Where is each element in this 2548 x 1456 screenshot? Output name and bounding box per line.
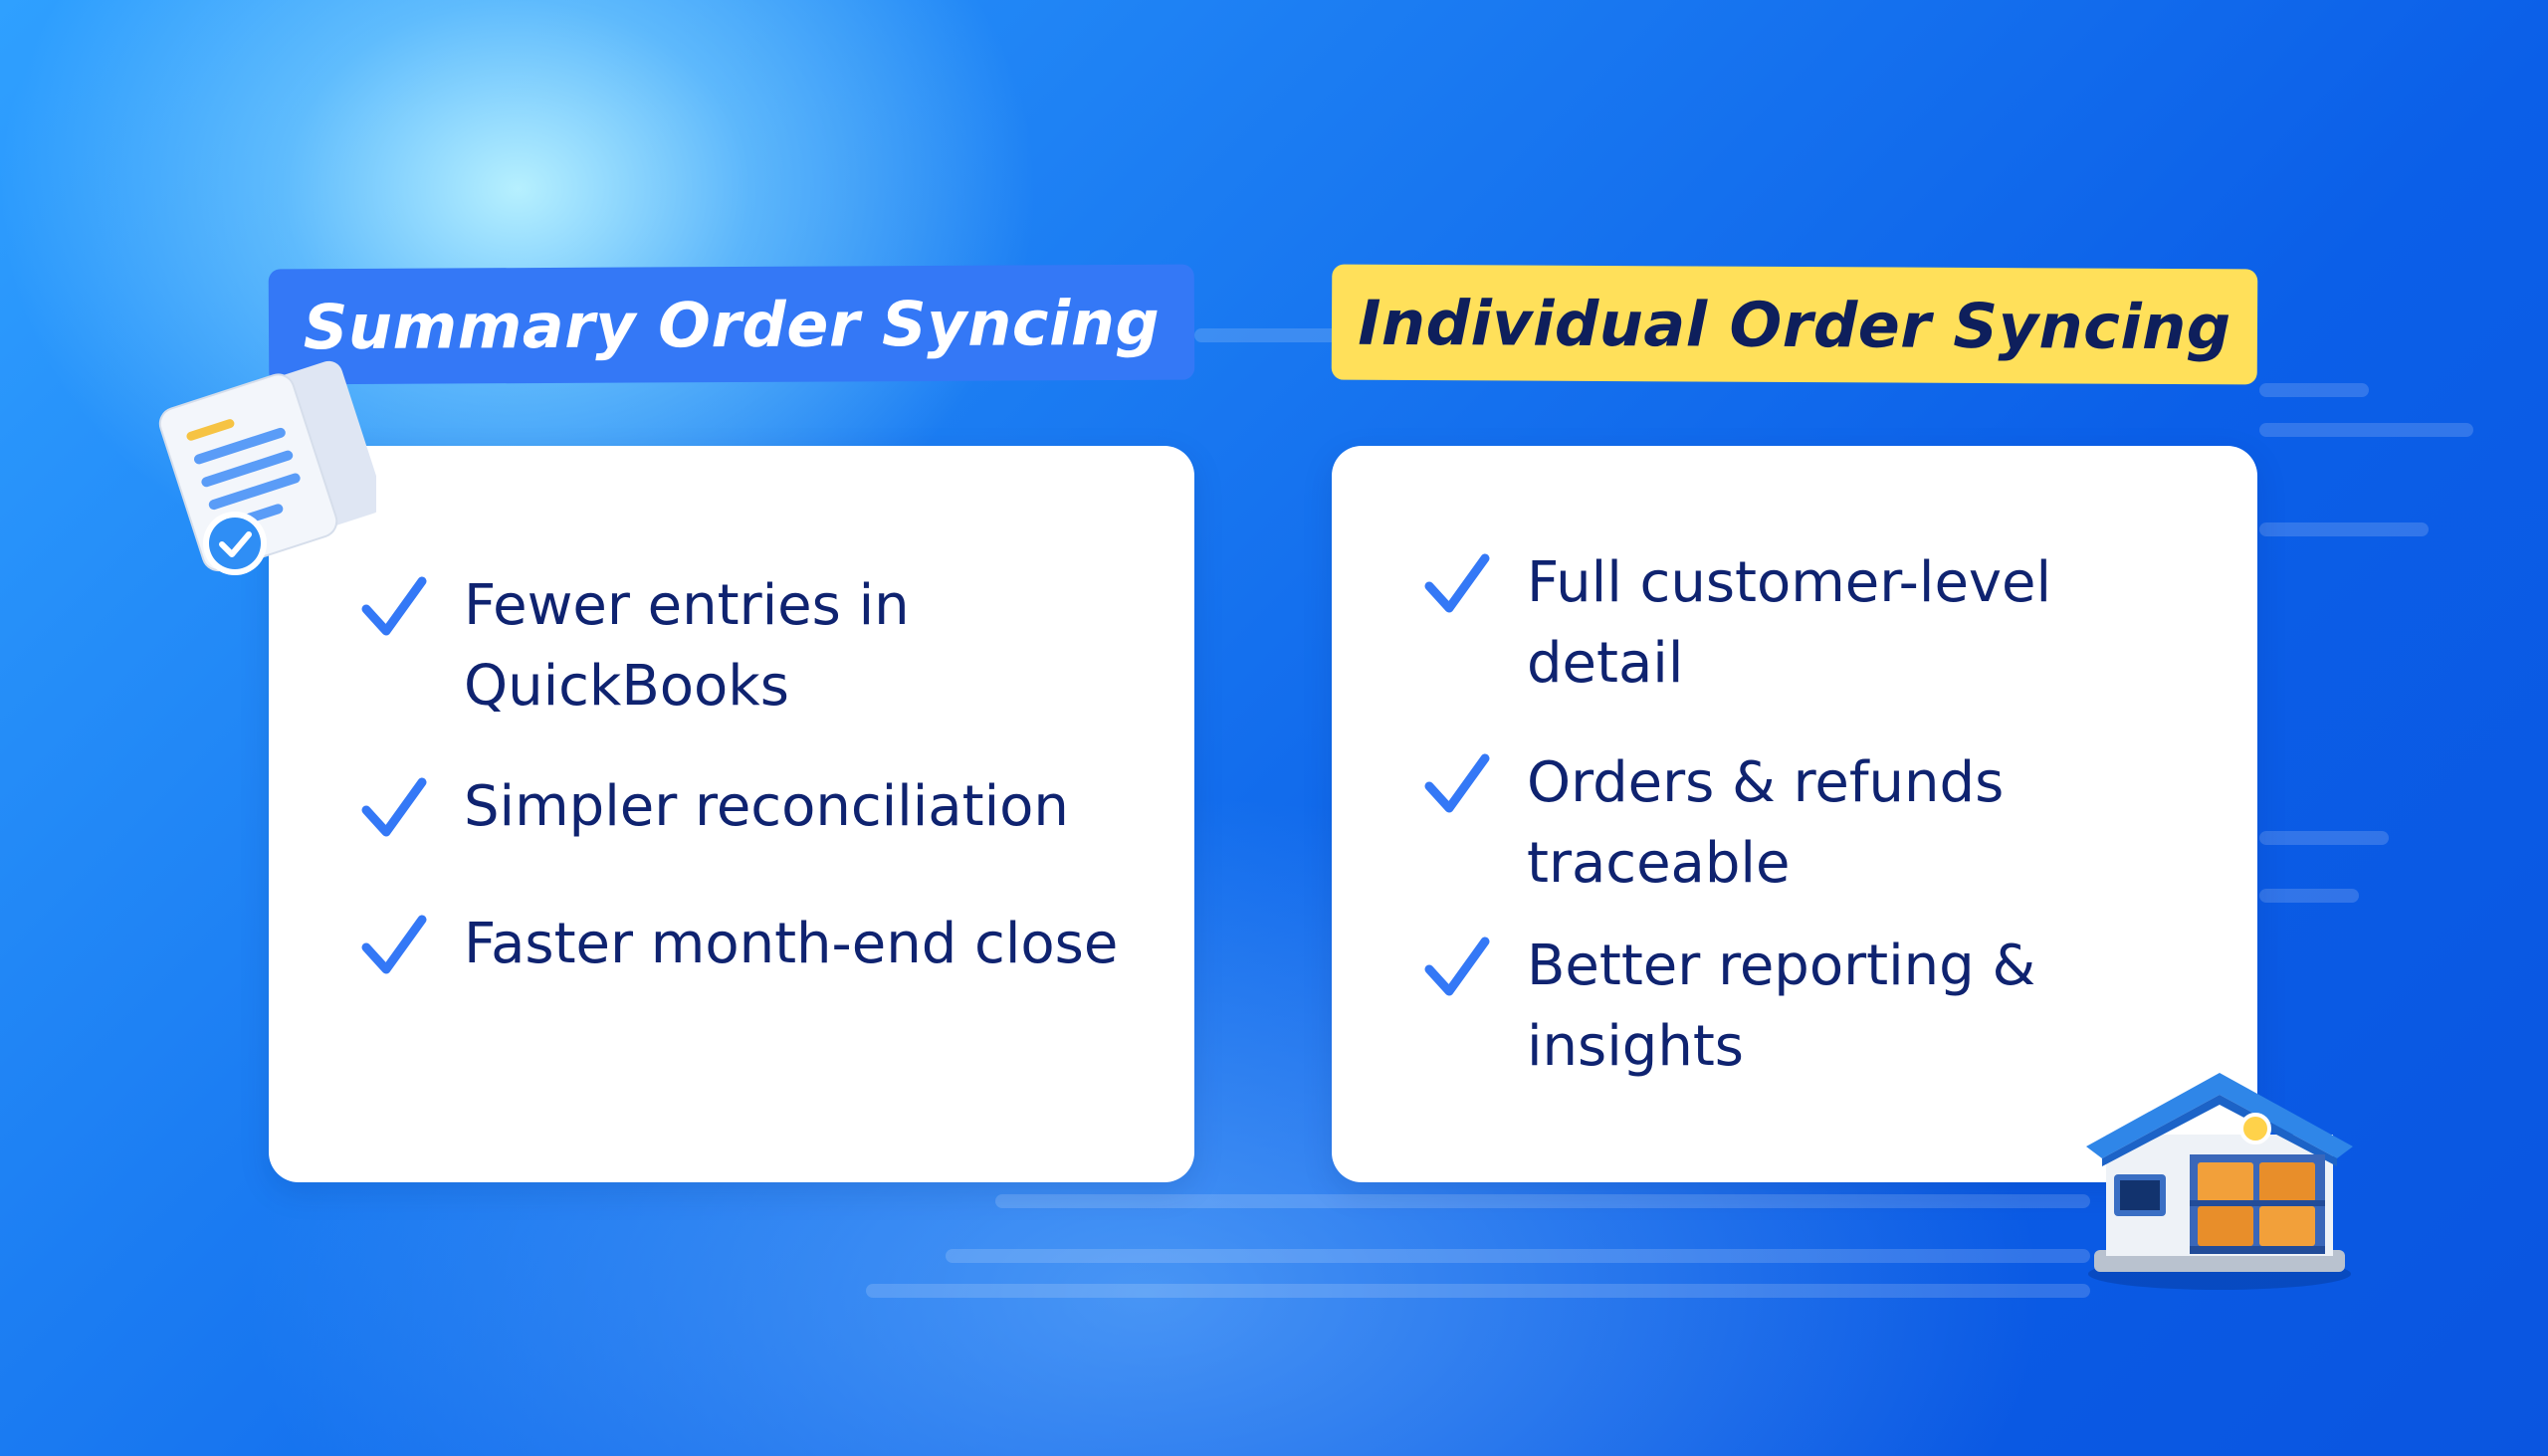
documents-check-icon xyxy=(158,360,376,575)
check-icon xyxy=(1424,936,1490,996)
list-item: Orders & refunds traceable xyxy=(1421,742,2204,904)
background-streak xyxy=(2259,423,2473,437)
background-streak xyxy=(2259,889,2359,903)
check-icon xyxy=(361,915,427,974)
background-streak xyxy=(866,1284,2090,1298)
list-item: Better reporting & insights xyxy=(1421,926,2204,1087)
summary-card: Fewer entries in QuickBooks Simpler reco… xyxy=(269,446,1194,1182)
list-item-text: Orders & refunds traceable xyxy=(1527,750,2005,896)
warehouse-icon xyxy=(2086,1073,2353,1290)
individual-title: Individual Order Syncing xyxy=(1358,286,2231,363)
list-item: Fewer entries in QuickBooks xyxy=(358,565,1141,727)
summary-title: Summary Order Syncing xyxy=(303,286,1161,363)
background-streak xyxy=(2259,383,2369,397)
list-item: Faster month-end close xyxy=(358,904,1141,984)
background-streak xyxy=(2259,831,2389,845)
summary-title-banner: Summary Order Syncing xyxy=(268,264,1195,385)
list-item: Simpler reconciliation xyxy=(358,766,1141,847)
individual-card: Full customer-level detail Orders & refu… xyxy=(1332,446,2257,1182)
list-item-text: Better reporting & insights xyxy=(1527,934,2036,1079)
check-icon xyxy=(1424,553,1490,613)
list-item-text: Simpler reconciliation xyxy=(464,774,1069,839)
background-streak xyxy=(946,1249,2090,1263)
check-icon xyxy=(1424,753,1490,813)
list-item: Full customer-level detail xyxy=(1421,542,2204,704)
check-icon xyxy=(361,576,427,636)
individual-title-banner: Individual Order Syncing xyxy=(1331,264,2258,385)
background-streak xyxy=(995,1194,2090,1208)
list-item-text: Faster month-end close xyxy=(464,912,1119,976)
check-icon xyxy=(361,777,427,837)
list-item-text: Full customer-level detail xyxy=(1527,550,2052,696)
background-streak xyxy=(2259,522,2429,536)
list-item-text: Fewer entries in QuickBooks xyxy=(464,573,910,719)
